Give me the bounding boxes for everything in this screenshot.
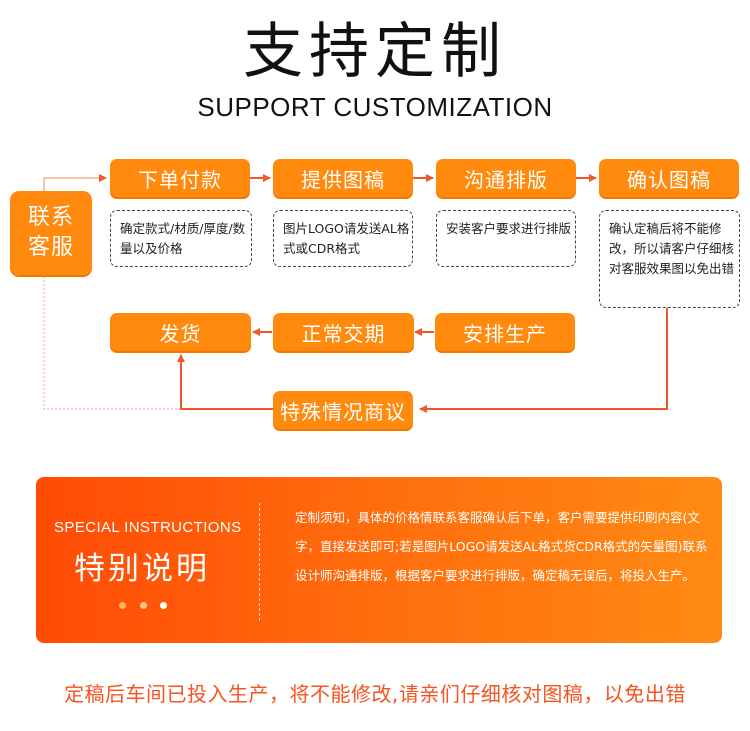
step-order-pay-label: 下单付款 bbox=[138, 167, 222, 192]
step-provide-artwork: 提供图稿 bbox=[273, 159, 413, 197]
step-normal-delivery: 正常交期 bbox=[273, 313, 414, 351]
step-confirm-artwork: 确认图稿 bbox=[599, 159, 739, 197]
special-instructions-title-en: SPECIAL INSTRUCTIONS bbox=[54, 519, 242, 536]
contact-loop-line bbox=[43, 276, 180, 410]
step-arrange-production-label: 安排生产 bbox=[463, 321, 547, 346]
note-order-pay: 确定款式/材质/厚度/数量以及价格 bbox=[110, 210, 252, 267]
step-normal-delivery-label: 正常交期 bbox=[301, 321, 386, 346]
special-instructions-title-cn: 特别说明 bbox=[74, 551, 210, 587]
step-provide-artwork-label: 提供图稿 bbox=[301, 167, 385, 192]
note-provide-artwork: 图片LOGO请发送AL格式或CDR格式 bbox=[273, 210, 413, 267]
special-instructions-panel: SPECIAL INSTRUCTIONS 特别说明 定制须知，具体的价格情联系客… bbox=[36, 477, 722, 643]
step-arrange-production: 安排生产 bbox=[435, 313, 575, 351]
contact-service-label: 联系客服 bbox=[27, 205, 74, 260]
panel-divider bbox=[259, 503, 260, 621]
step-ship-label: 发货 bbox=[159, 321, 202, 346]
flow-connectors bbox=[43, 174, 668, 413]
dot-3 bbox=[160, 602, 167, 609]
page-subtitle: SUPPORT CUSTOMIZATION bbox=[197, 92, 553, 122]
arrow-special-ship bbox=[177, 354, 273, 410]
contact-service-box: 联系客服 bbox=[10, 191, 92, 275]
contact-to-order-line bbox=[43, 174, 107, 191]
note-layout: 安装客户要求进行排版 bbox=[436, 210, 576, 267]
step-layout-label: 沟通排版 bbox=[464, 167, 548, 192]
dot-1 bbox=[119, 602, 126, 609]
step-order-pay: 下单付款 bbox=[110, 159, 250, 197]
step-special-case: 特殊情况商议 bbox=[273, 391, 413, 429]
note-provide-artwork-text: 图片LOGO请发送AL格式或CDR格式 bbox=[283, 221, 410, 256]
note-confirm-artwork-text: 确认定稿后将不能修改，所以请客户仔细核对客服效果图以免出错 bbox=[609, 221, 735, 276]
page-title: 支持定制 bbox=[243, 17, 507, 87]
note-layout-text: 安装客户要求进行排版 bbox=[446, 221, 572, 236]
step-confirm-artwork-label: 确认图稿 bbox=[627, 167, 711, 192]
step-special-case-label: 特殊情况商议 bbox=[280, 399, 406, 424]
special-instructions-text: 定制须知，具体的价格情联系客服确认后下单，客户需要提供印刷内容(文字，直接发送即… bbox=[295, 510, 708, 583]
note-confirm-artwork: 确认定稿后将不能修改，所以请客户仔细核对客服效果图以免出错 bbox=[599, 210, 740, 308]
step-layout: 沟通排版 bbox=[436, 159, 576, 197]
footer-warning: 定稿后车间已投入生产，将不能修改,请亲们仔细核对图稿，以免出错 bbox=[64, 682, 686, 706]
step-ship: 发货 bbox=[110, 313, 251, 351]
dot-2 bbox=[140, 602, 147, 609]
note-order-pay-text: 确定款式/材质/厚度/数量以及价格 bbox=[120, 221, 246, 256]
arrow-confirm-special bbox=[419, 308, 668, 413]
